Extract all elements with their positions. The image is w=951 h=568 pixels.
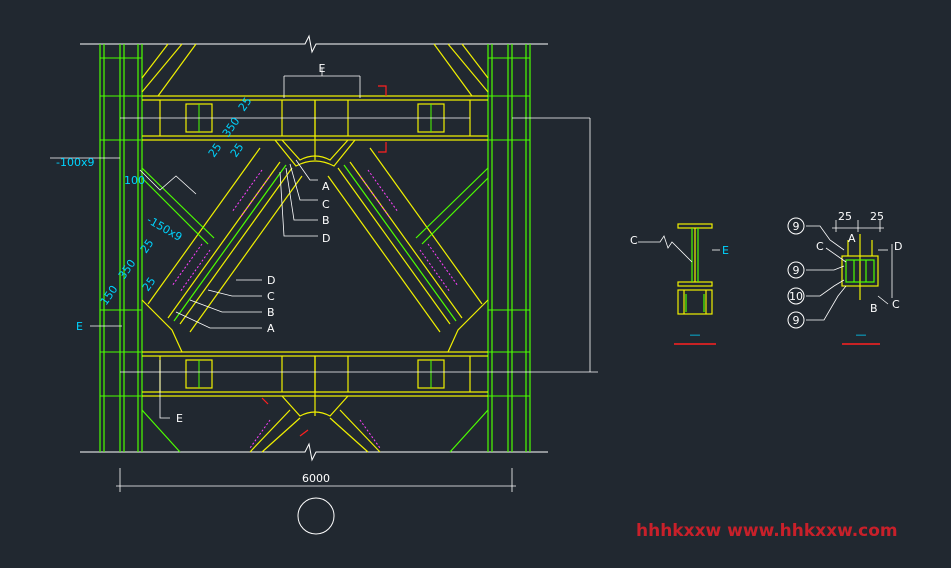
axis-bubble [297,497,335,535]
section-markers [261,85,387,437]
section-2-a-label: A [848,232,856,245]
weld-bubble-10 [787,287,805,305]
right-column [487,44,531,452]
section-2-d-label: D [894,240,902,253]
section-2-web [845,259,875,283]
column-side-diagonals [141,167,489,453]
watermark: hhhkxxw www.hhkxxw.com [636,521,898,541]
dim-25-b: 25 [206,141,225,160]
section-1-caption: — [690,328,701,341]
leader-lines [50,68,598,419]
bottom-chevron [249,356,381,453]
weld-bubble-9c [787,311,805,329]
section-1-web [685,228,705,312]
weld-bubbles [787,217,805,329]
label-a-right: A [322,180,330,193]
brace-left [147,147,303,333]
lower-gussets [141,299,489,353]
label-b-right: B [322,214,330,227]
dim-100: 100 [124,174,145,187]
dim-150: 150 [98,283,121,308]
bolt-groups [171,169,459,449]
dim-25-a: 25 [236,95,255,114]
section-2-dim-left: 25 [838,210,852,223]
section-2: 9 9 10 9 25 25 C A D B C — [787,210,902,345]
section-2-b-label: B [870,302,878,315]
section-2-c2-label: C [892,298,900,311]
section-2-bubble-9c: 9 [793,314,800,327]
section-1-c-label: C [630,234,638,247]
label-b-left: B [267,306,275,319]
label-e-top: E [319,62,326,75]
top-corner-gussets [141,43,489,97]
weld-bubble-9a [787,217,805,235]
brace-left-web [173,164,287,322]
section-2-dim-right: 25 [870,210,884,223]
dim-350-b: 350 [116,257,139,282]
center-gusset [274,100,356,167]
dim-25-c: 25 [228,141,247,160]
section-2-profile [841,234,879,300]
section-2-bubble-9a: 9 [793,220,800,233]
section-2-bubble-9b: 9 [793,264,800,277]
label-e-bottom: E [176,412,183,425]
brace-right [327,147,483,333]
label-a-left: A [267,322,275,335]
dim-25-d: 25 [138,237,157,256]
brace-right-web [343,164,457,322]
left-column [99,44,143,452]
main-elevation: E A C B D D C B A E E -100x9 100 -150x9 … [50,34,598,535]
section-1-leaders [638,235,720,263]
column-stiffeners [100,57,530,397]
label-c-right: C [322,198,330,211]
section-1-e-label: E [722,244,729,257]
dim-plate-100x9: -100x9 [56,156,94,169]
section-2-c-label: C [816,240,824,253]
section-1-profile [677,223,713,315]
section-2-bubble-10: 10 [789,290,803,303]
break-lines [80,34,548,462]
label-d-left: D [267,274,275,287]
section-2-leaders [806,220,893,321]
label-e-left: E [76,320,83,333]
overall-dimension [116,468,516,492]
dim-plate-150x9: -150x9 [145,213,185,244]
weld-bubble-9b [787,261,805,279]
label-d-right: D [322,232,330,245]
dim-6000: 6000 [302,472,330,485]
dim-25-e: 25 [140,275,159,294]
section-2-caption: — [856,328,867,341]
label-c-left: C [267,290,275,303]
section-1: C E — [630,223,729,345]
